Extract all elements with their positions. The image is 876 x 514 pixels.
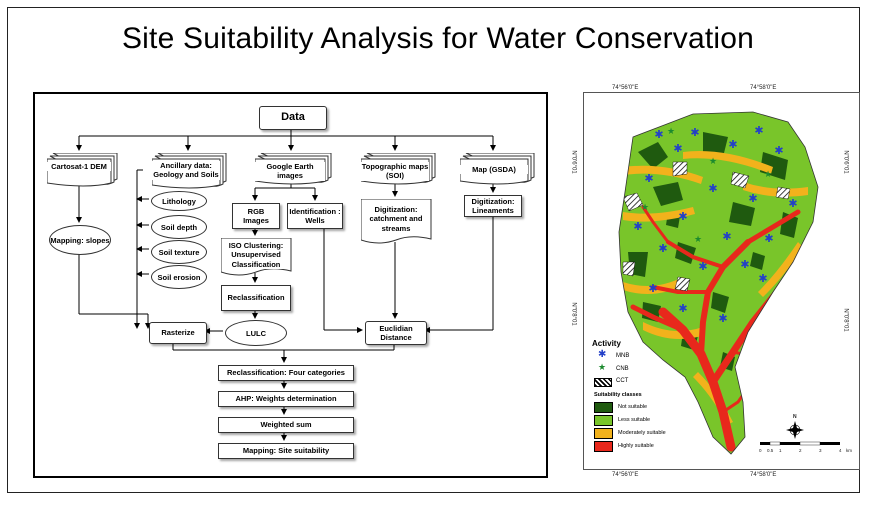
scale-label-1: 0.5 (767, 448, 774, 453)
green-star-icon: ★ (598, 363, 607, 373)
reclassification-box: Reclassification (221, 285, 291, 311)
coord-bottom-right: 74°58'0"E (750, 472, 777, 478)
rasterize-box: Rasterize (149, 322, 207, 344)
svg-text:✱: ✱ (698, 260, 707, 273)
svg-text:✱: ✱ (658, 242, 667, 255)
coord-top-right: 74°58'0"E (750, 85, 777, 91)
svg-text:★: ★ (709, 157, 717, 167)
legend-cct: CCT (616, 378, 629, 384)
swatch-highly-suitable (594, 441, 613, 452)
svg-text:✱: ✱ (748, 192, 757, 205)
legend-highly-suitable: Highly suitable (618, 443, 654, 449)
activity-title: Activity (592, 339, 621, 348)
svg-text:✱: ✱ (678, 302, 687, 315)
coord-left-mid: N"0'8°01 (570, 302, 577, 326)
digitization-catchment-doc: Digitization: catchment and streams (361, 199, 433, 247)
soil-depth-ellipse: Soil depth (151, 215, 207, 239)
swatch-less-suitable (594, 415, 613, 426)
svg-text:★: ★ (764, 170, 772, 180)
svg-text:✱: ✱ (740, 258, 749, 271)
svg-text:★: ★ (667, 127, 675, 137)
svg-text:✱: ✱ (758, 272, 767, 285)
suitability-map: ✱ ✱ ✱ ✱ ✱ ✱ ✱ ✱ ✱ ✱ ✱ ✱ ✱ ✱ ✱ ✱ ✱ ✱ ✱ ✱ ✱ ★ ★ ★ ★ ★ (618, 111, 840, 455)
scale-label-5: 4 (839, 448, 842, 453)
flowchart-connectors (76, 130, 496, 441)
topographic-doc: Topographic maps (SOI) (361, 153, 436, 185)
coord-top-left: 74°56'0"E (612, 85, 639, 91)
legend-not-suitable: Not suitable (618, 404, 648, 410)
scale-label-0: 0 (759, 448, 762, 453)
reclass-four-box: Reclassification: Four categories (218, 365, 354, 381)
svg-text:✱: ✱ (774, 144, 783, 157)
coord-bottom-left: 74°56'0"E (612, 472, 639, 478)
scale-label-4: 3 (819, 448, 822, 453)
svg-text:✱: ✱ (648, 282, 657, 295)
scale-unit: km (846, 448, 852, 453)
rgb-images-box: RGB Images (232, 203, 280, 229)
cartosat-doc: Cartosat-1 DEM (47, 153, 118, 187)
digitization-lineaments-box: Digitization: Lineaments (464, 195, 522, 217)
svg-text:★: ★ (641, 203, 649, 213)
blue-asterisk-icon: ✱ (598, 349, 607, 360)
svg-text:✱: ✱ (754, 124, 763, 137)
svg-text:✱: ✱ (708, 182, 717, 195)
google-earth-doc: Google Earth images (255, 153, 332, 185)
swatch-not-suitable (594, 402, 613, 413)
svg-text:✱: ✱ (722, 230, 731, 243)
svg-text:✱: ✱ (673, 142, 682, 155)
svg-text:✱: ✱ (788, 197, 797, 210)
map-gsda-doc: Map (GSDA) (460, 153, 535, 185)
ahp-box: AHP: Weights determination (218, 391, 354, 407)
legend-cnb: CNB (616, 366, 629, 372)
soil-texture-ellipse: Soil texture (151, 240, 207, 264)
mapping-site-box: Mapping: Site suitability (218, 443, 354, 459)
iso-doc: ISO Clustering: Unsupervised Classificat… (221, 238, 293, 278)
svg-text:★: ★ (694, 235, 702, 245)
svg-text:✱: ✱ (690, 126, 699, 139)
ancillary-doc: Ancillary data: Geology and Soils (152, 153, 227, 189)
north-label: N (793, 414, 797, 420)
scale-label-2: 1 (779, 448, 782, 453)
svg-text:✱: ✱ (633, 220, 642, 233)
hatched-pattern-icon (594, 378, 612, 387)
euclidian-distance-box: Euclidian Distance (365, 321, 427, 345)
soil-erosion-ellipse: Soil erosion (151, 265, 207, 289)
page-title: Site Suitability Analysis for Water Cons… (121, 22, 755, 55)
mapping-slopes-ellipse: Mapping: slopes (49, 225, 111, 255)
svg-text:✱: ✱ (654, 128, 663, 141)
identification-box: Identification : Wells (287, 203, 343, 229)
svg-text:✱: ✱ (764, 232, 773, 245)
weighted-sum-box: Weighted sum (218, 417, 354, 433)
data-box: Data (259, 106, 327, 130)
coord-left-top: N"0'6°01 (570, 150, 577, 174)
suitability-title: Suitability classes (594, 392, 642, 398)
north-arrow (786, 421, 804, 439)
lulc-ellipse: LULC (225, 320, 287, 346)
flowchart-panel: Data Cartosat-1 DEM Ancillary data: Geol… (33, 92, 548, 478)
legend-mnb: MNB (616, 353, 630, 359)
scale-label-3: 2 (799, 448, 802, 453)
map-panel: 74°56'0"E 74°58'0"E 74°56'0"E 74°58'0"E … (571, 85, 860, 478)
svg-text:✱: ✱ (644, 172, 653, 185)
swatch-moderately-suitable (594, 428, 613, 439)
svg-text:✱: ✱ (678, 210, 687, 223)
lithology-ellipse: Lithology (151, 191, 207, 211)
svg-text:✱: ✱ (728, 138, 737, 151)
legend-moderately-suitable: Moderately suitable (618, 430, 666, 436)
scale-bar (760, 441, 840, 446)
legend-less-suitable: Less suitable (618, 417, 651, 423)
svg-text:✱: ✱ (718, 312, 727, 325)
